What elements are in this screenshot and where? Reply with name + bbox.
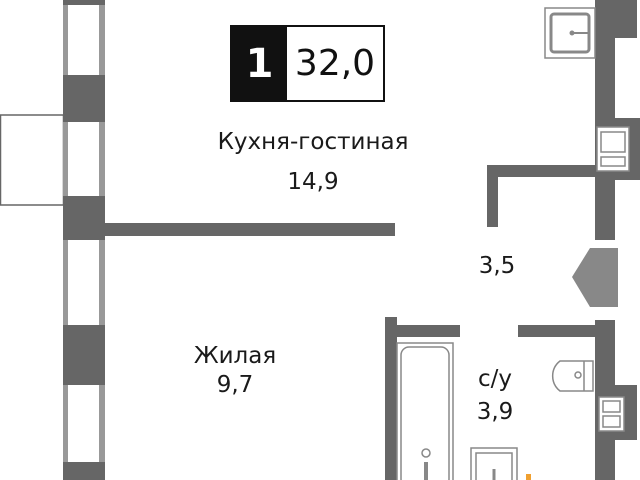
orange-marker (526, 474, 531, 480)
total-area: 32,0 (287, 27, 383, 100)
room-area-bathroom: 3,9 (476, 399, 514, 425)
entrance-arrow-icon (572, 248, 618, 307)
room-area-living: 9,7 (216, 372, 254, 398)
room-name-bathroom: с/у (477, 366, 513, 392)
bathroom-sink-icon (470, 447, 518, 480)
kitchen-sink-icon (544, 7, 596, 59)
apartment-badge: 1 32,0 (230, 25, 385, 102)
room-area-hallway: 3,5 (478, 253, 516, 279)
balcony (0, 114, 65, 206)
bathtub-icon (396, 342, 454, 480)
washing-machine-icon (598, 396, 625, 432)
room-area-kitchen-living: 14,9 (287, 169, 339, 195)
room-name-living: Жилая (193, 343, 277, 369)
stove-icon (596, 126, 630, 172)
room-count: 1 (232, 27, 287, 100)
exterior-wall-left (63, 0, 105, 480)
toilet-icon (551, 360, 594, 392)
room-name-kitchen-living: Кухня-гостиная (217, 129, 409, 155)
